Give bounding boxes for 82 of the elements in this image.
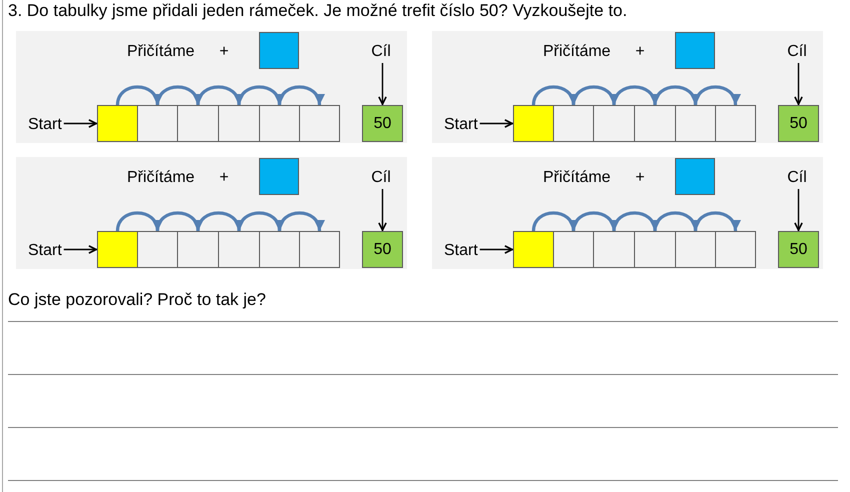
answer-box <box>218 231 260 268</box>
operation-label: Přičítáme <box>127 42 195 61</box>
jump-arrow <box>156 211 202 232</box>
answer-box <box>299 105 340 142</box>
goal-cell: 50 <box>362 105 403 142</box>
answer-box <box>675 105 716 142</box>
jump-arrow <box>278 211 324 232</box>
plus-sign: + <box>219 168 229 187</box>
jump-arrow <box>237 85 284 106</box>
jump-arrow <box>572 211 618 232</box>
answer-box <box>299 231 340 268</box>
jump-arrow <box>196 211 243 232</box>
answer-box <box>218 105 260 142</box>
jump-arrow <box>532 211 578 232</box>
jump-arrow <box>694 211 740 232</box>
exercise-panel <box>16 31 407 143</box>
start-box <box>97 231 138 268</box>
exercise-panel <box>432 31 823 143</box>
answer-box <box>593 231 635 268</box>
start-label: Start <box>28 115 62 134</box>
jump-arrow <box>237 211 284 232</box>
arrow <box>794 63 803 105</box>
exercise-panel <box>432 157 823 269</box>
arrow <box>64 245 97 254</box>
jump-arrow <box>612 85 659 106</box>
goal-label: Cíl <box>787 42 807 61</box>
arrow <box>480 119 513 128</box>
arrow <box>480 245 513 254</box>
addend-box <box>675 32 715 69</box>
operation-label: Přičítáme <box>543 168 611 187</box>
answer-box <box>715 105 756 142</box>
goal-cell: 50 <box>778 231 819 268</box>
addend-box <box>675 158 715 195</box>
jump-arrow <box>653 211 700 232</box>
answer-box <box>634 231 676 268</box>
jump-arrow <box>116 211 162 232</box>
arrow <box>378 63 387 105</box>
jump-arrow <box>612 211 659 232</box>
start-box <box>97 105 138 142</box>
answer-box <box>553 231 594 268</box>
jump-arrow <box>278 85 324 106</box>
operation-label: Přičítáme <box>127 168 195 187</box>
answer-box <box>715 231 756 268</box>
start-label: Start <box>444 115 478 134</box>
jump-arrow <box>196 85 243 106</box>
jump-arrow <box>653 85 700 106</box>
plus-sign: + <box>635 42 645 61</box>
start-box <box>513 231 554 268</box>
answer-box <box>137 231 178 268</box>
answer-box <box>553 105 594 142</box>
addend-box <box>259 32 299 69</box>
answer-box <box>177 231 219 268</box>
answer-box <box>137 105 178 142</box>
jump-arrow <box>532 85 578 106</box>
addend-box <box>259 158 299 195</box>
arrow <box>794 189 803 231</box>
plus-sign: + <box>219 42 229 61</box>
question-text: Co jste pozorovali? Proč to tak je? <box>8 290 266 310</box>
goal-label: Cíl <box>787 168 807 187</box>
plus-sign: + <box>635 168 645 187</box>
goal-label: Cíl <box>371 42 391 61</box>
answer-box <box>634 105 676 142</box>
exercise-panel <box>16 157 407 269</box>
answer-box <box>259 105 300 142</box>
answer-box <box>259 231 300 268</box>
goal-cell: 50 <box>778 105 819 142</box>
task-heading: 3. Do tabulky jsme přidali jeden rámeček. Je možné trefit číslo 50? Vyzkoušejte to. <box>8 1 628 21</box>
start-label: Start <box>28 241 62 260</box>
operation-label: Přičítáme <box>543 42 611 61</box>
start-box <box>513 105 554 142</box>
answer-box <box>675 231 716 268</box>
answer-box <box>593 105 635 142</box>
jump-arrow <box>116 85 162 106</box>
jump-arrow <box>572 85 618 106</box>
start-label: Start <box>444 241 478 260</box>
jump-arrow <box>156 85 202 106</box>
answer-box <box>177 105 219 142</box>
arrow <box>378 189 387 231</box>
arrow <box>64 119 97 128</box>
goal-label: Cíl <box>371 168 391 187</box>
goal-cell: 50 <box>362 231 403 268</box>
jump-arrow <box>694 85 740 106</box>
